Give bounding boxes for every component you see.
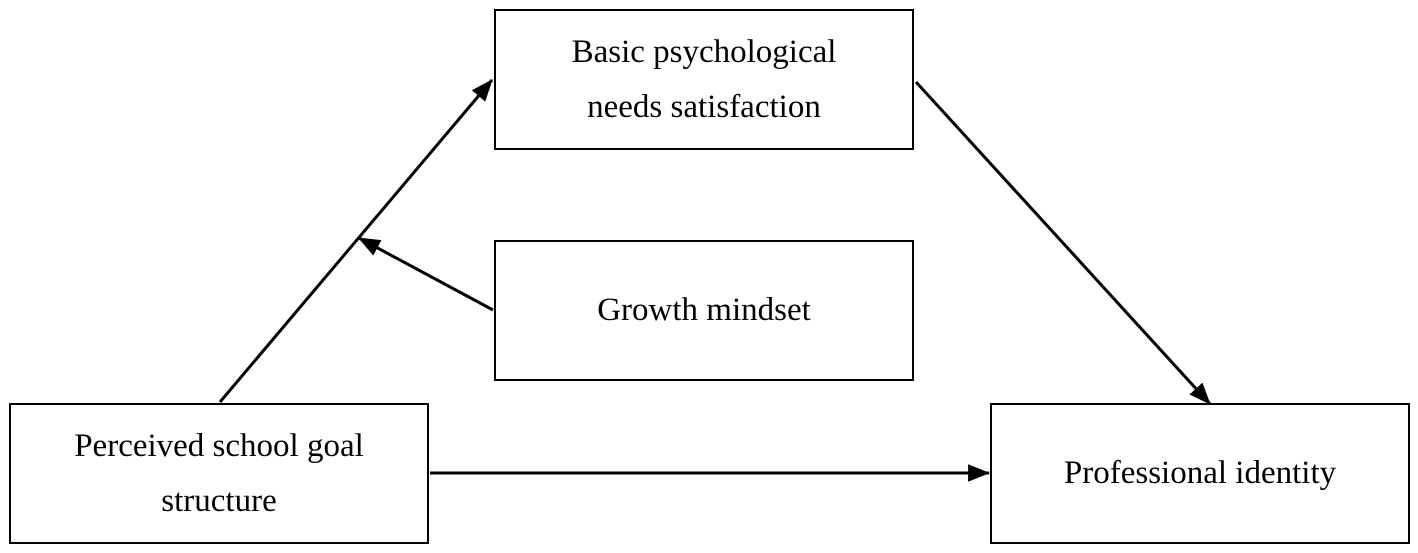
arrow-perceived-to-needs <box>218 79 494 403</box>
arrow-needs-to-identity <box>914 80 1212 406</box>
node-perceived-goal-line2: structure <box>161 482 277 519</box>
node-growth-mindset-label: Growth mindset <box>597 292 811 329</box>
node-basic-needs-line2: needs satisfaction <box>587 88 821 125</box>
node-professional-identity-label: Professional identity <box>1063 455 1337 492</box>
node-perceived-goal-line1: Perceived school goal <box>74 428 364 465</box>
arrow-growth-moderation <box>358 236 494 312</box>
node-basic-needs-line1: Basic psychological <box>571 34 837 71</box>
node-growth-mindset: Growth mindset <box>494 240 914 381</box>
node-professional-identity: Professional identity <box>990 403 1410 544</box>
node-perceived-goal: Perceived school goal structure <box>9 403 429 544</box>
node-basic-needs: Basic psychological needs satisfaction <box>494 9 914 150</box>
